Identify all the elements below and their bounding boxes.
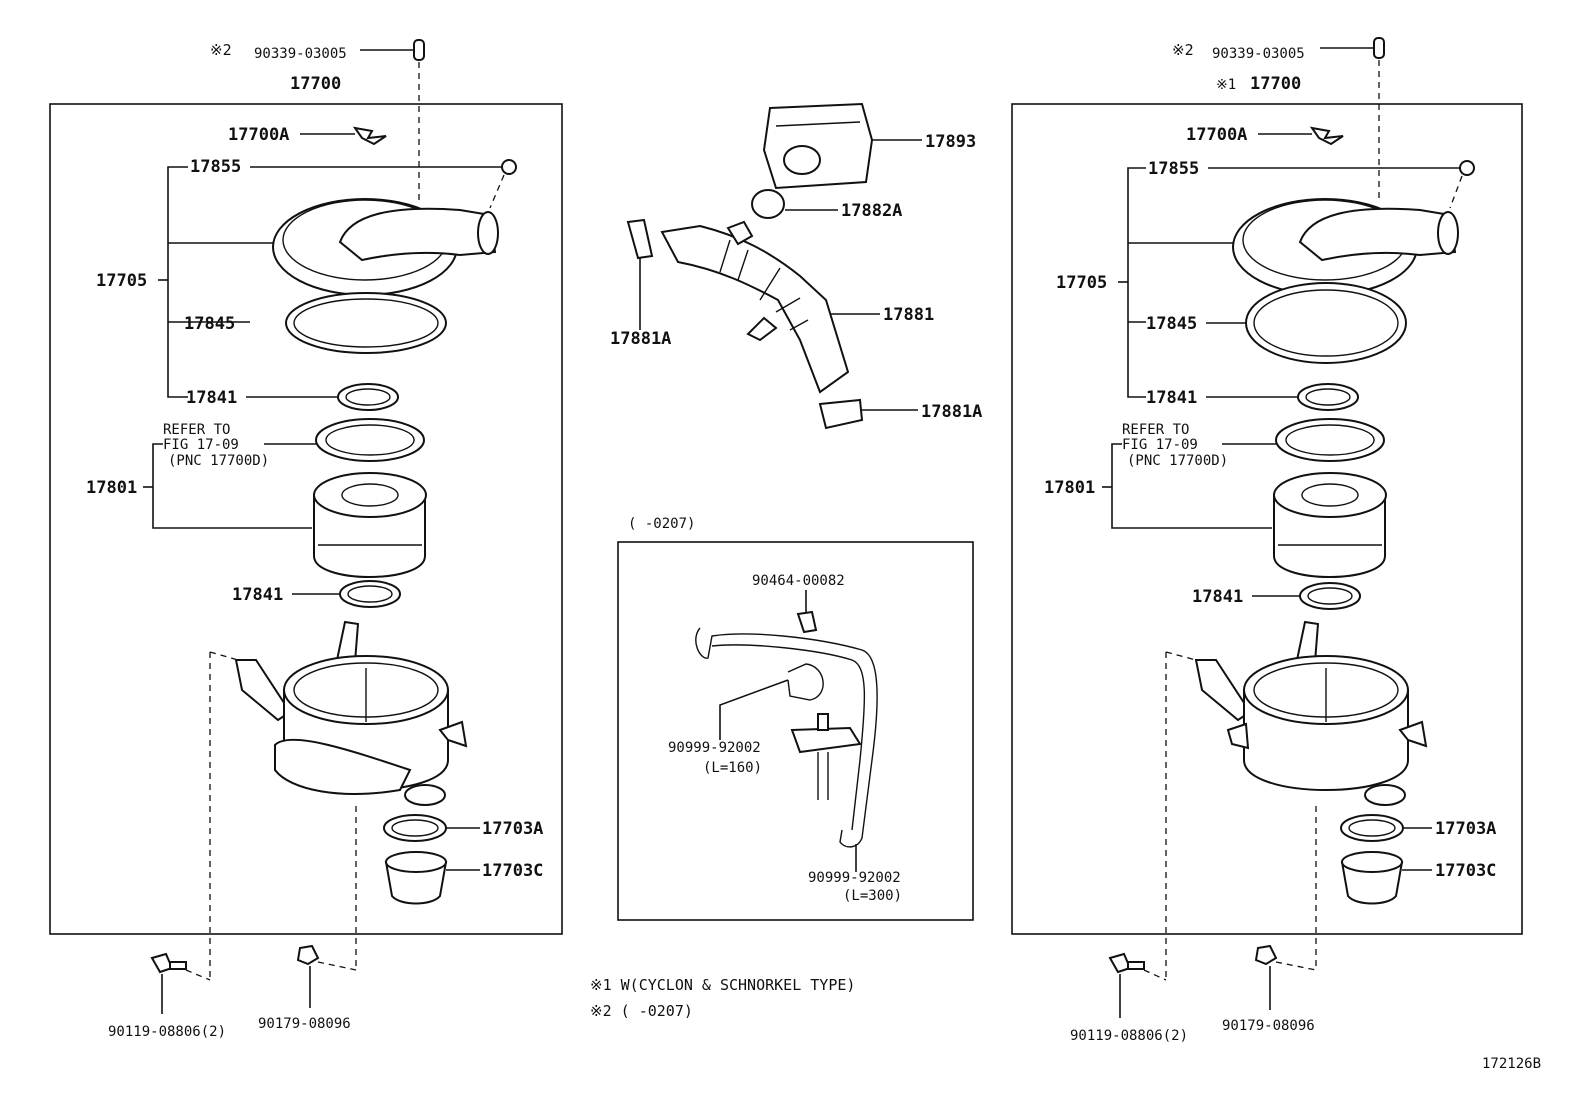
left-nut-90179	[296, 944, 320, 966]
figure-code: 172126B	[1482, 1056, 1541, 1072]
right-plug-90339	[1373, 37, 1385, 59]
right-label-17703A: 17703A	[1435, 819, 1496, 839]
left-label-17703A: 17703A	[482, 819, 543, 839]
inset-label-hose-long: 90999-92002	[808, 870, 901, 886]
left-label-90179: 90179-08096	[258, 1016, 351, 1032]
left-part-90339-label: 90339-03005	[254, 46, 347, 62]
right-cleaner-case	[1194, 620, 1428, 806]
inset-clip-90464	[796, 610, 818, 634]
right-assembly: ※2 90339-03005 ※1 17700 17700A 17855 177…	[1011, 37, 1523, 1044]
right-cleaner-cover	[1232, 198, 1459, 296]
right-refer-line1: REFER TO	[1122, 422, 1189, 438]
left-label-17801: 17801	[86, 478, 137, 498]
right-refer-line2: FIG 17-09	[1122, 437, 1198, 453]
left-note-ref: ※2	[210, 41, 232, 59]
right-label-17845: 17845	[1146, 314, 1197, 334]
right-wing-nut	[1309, 126, 1344, 146]
left-refer-line1: REFER TO	[163, 422, 230, 438]
right-seal-17841-top	[1297, 383, 1359, 411]
right-label-17841-top: 17841	[1146, 388, 1197, 408]
left-clip-17855	[501, 159, 517, 175]
right-label-17801: 17801	[1044, 478, 1095, 498]
inset-label-hose-short-len: (L=160)	[703, 760, 762, 776]
right-label-17841-bottom: 17841	[1192, 587, 1243, 607]
right-seal-17841-bottom	[1299, 582, 1361, 610]
right-clip-17855	[1459, 160, 1475, 176]
right-seal-17703A	[1340, 814, 1404, 842]
right-nut-90179	[1254, 944, 1278, 966]
note-1: ※1 W(CYCLON & SCHNORKEL TYPE)	[590, 976, 855, 994]
left-label-17845: 17845	[184, 314, 235, 334]
left-label-90119: 90119-08806(2)	[108, 1024, 226, 1040]
left-filter-element	[313, 472, 427, 578]
center-resonator-17893	[762, 102, 874, 190]
left-label-17841-bottom: 17841	[232, 585, 283, 605]
left-wing-nut	[352, 126, 387, 146]
inset-label-90464: 90464-00082	[752, 573, 845, 589]
center-label-17881: 17881	[883, 305, 934, 325]
left-label-17700A: 17700A	[228, 125, 289, 145]
left-assembly: ※2 90339-03005 17700 17700A 17855 17705 …	[49, 39, 563, 1040]
right-label-17700A: 17700A	[1186, 125, 1247, 145]
right-assembly-prefix: ※1	[1216, 77, 1236, 93]
inset-period: ( -0207)	[628, 516, 695, 532]
left-cleaner-cover	[272, 198, 499, 296]
center-hose-17881	[660, 220, 850, 394]
right-assembly-frame	[1011, 103, 1523, 935]
left-refer-line3: (PNC 17700D)	[168, 453, 269, 469]
center-label-17881A-left: 17881A	[610, 329, 671, 349]
right-gasket-17845	[1245, 282, 1407, 364]
center-intake-parts: 17893 17882A 17881A 17881 17881A	[610, 102, 982, 430]
right-valve-17703C	[1340, 861, 1404, 905]
left-label-17841-top: 17841	[186, 388, 237, 408]
left-gasket-17845	[285, 292, 447, 354]
center-label-17881A-right: 17881A	[921, 402, 982, 422]
right-label-17705: 17705	[1056, 273, 1107, 293]
center-label-17893: 17893	[925, 132, 976, 152]
left-gasket-refer	[315, 418, 425, 462]
inset-hose-long	[695, 627, 878, 848]
left-seal-17841-bottom	[339, 580, 401, 608]
center-clamp-17882A	[751, 189, 785, 219]
left-plug-90339	[413, 39, 425, 61]
left-refer-line2: FIG 17-09	[163, 437, 239, 453]
left-label-17703C: 17703C	[482, 861, 543, 881]
right-part-90339-label: 90339-03005	[1212, 46, 1305, 62]
center-clamp-17881A-left	[626, 218, 654, 260]
right-assembly-number: 17700	[1250, 74, 1301, 94]
left-label-17855: 17855	[190, 157, 241, 177]
inset-label-hose-long-len: (L=300)	[843, 888, 902, 904]
right-label-90119: 90119-08806(2)	[1070, 1028, 1188, 1044]
right-refer-line3: (PNC 17700D)	[1127, 453, 1228, 469]
left-assembly-number: 17700	[290, 74, 341, 94]
note-2: ※2 ( -0207)	[590, 1002, 693, 1020]
left-assembly-frame	[49, 103, 563, 935]
right-gasket-refer	[1275, 418, 1385, 462]
right-label-17855: 17855	[1148, 159, 1199, 179]
inset-vacuum-hose: ( -0207) 90464-00082 90999-92002 (L=160)…	[617, 516, 974, 921]
inset-hose-short	[787, 663, 824, 701]
left-seal-17703A	[383, 814, 447, 842]
center-clamp-17881A-right	[818, 398, 864, 430]
left-seal-17841-top	[337, 383, 399, 411]
inset-vsv	[790, 726, 862, 754]
inset-frame	[617, 541, 974, 921]
left-valve-17703C	[384, 861, 448, 905]
right-note-ref: ※2	[1172, 41, 1194, 59]
right-label-90179: 90179-08096	[1222, 1018, 1315, 1034]
left-label-17705: 17705	[96, 271, 147, 291]
right-label-17703C: 17703C	[1435, 861, 1496, 881]
right-filter-element	[1273, 472, 1387, 578]
center-label-17882A: 17882A	[841, 201, 902, 221]
left-cleaner-case	[234, 620, 468, 806]
inset-label-hose-short: 90999-92002	[668, 740, 761, 756]
